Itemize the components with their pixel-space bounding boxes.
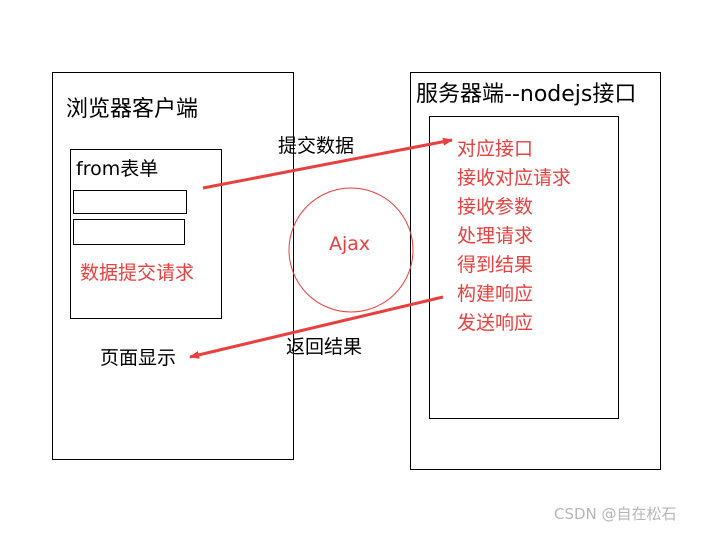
browser-client-title: 浏览器客户端 (66, 97, 199, 122)
page-display-label: 页面显示 (100, 347, 177, 369)
form-input-1[interactable] (73, 190, 187, 214)
ajax-circle (288, 187, 414, 313)
form-submit-label: 数据提交请求 (80, 262, 195, 284)
server-step: 接收对应请求 (457, 167, 572, 189)
server-step: 发送响应 (457, 312, 534, 334)
return-arrow (189, 295, 444, 359)
server-step: 得到结果 (457, 254, 534, 276)
server-step: 接收参数 (457, 196, 534, 218)
csdn-watermark: CSDN @自在松石 (554, 505, 677, 523)
browser-client-box (52, 72, 294, 460)
submit-arrow-label: 提交数据 (278, 135, 355, 157)
submit-arrow (202, 137, 453, 190)
form-title: from表单 (76, 158, 159, 180)
server-step: 对应接口 (457, 138, 534, 160)
ajax-label: Ajax (329, 233, 371, 255)
server-box (410, 72, 661, 470)
server-step: 处理请求 (457, 225, 534, 247)
form-box (70, 149, 222, 319)
server-step: 构建响应 (457, 283, 534, 305)
form-input-2[interactable] (73, 219, 185, 245)
return-arrow-label: 返回结果 (286, 336, 363, 358)
server-inner-box (429, 116, 619, 419)
server-title: 服务器端--nodejs接口 (416, 82, 637, 107)
